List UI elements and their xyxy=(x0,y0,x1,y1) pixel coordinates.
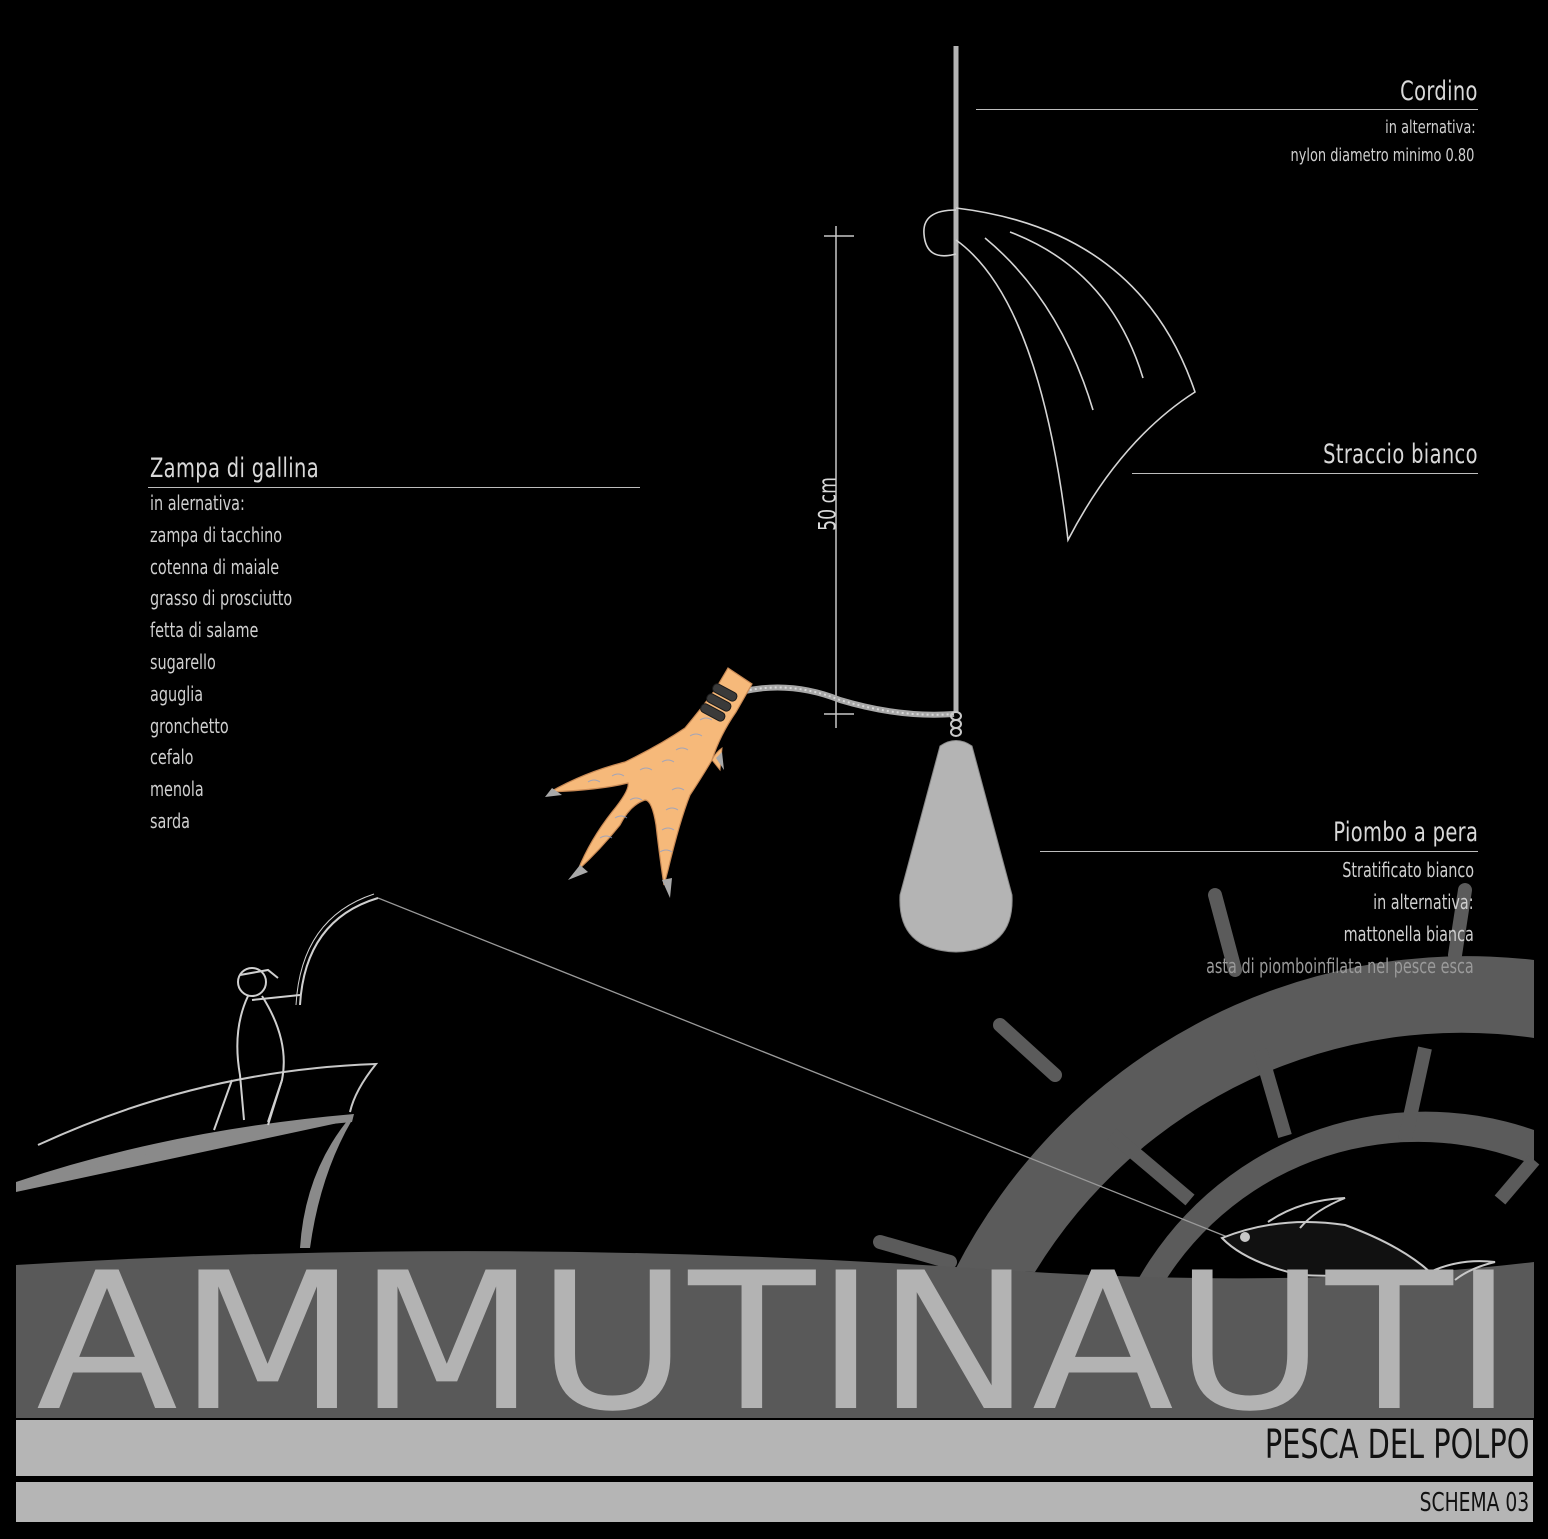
cordino-line-2: nylon diametro minimo 0.80 xyxy=(1290,145,1474,166)
cordino-rule xyxy=(976,109,1478,110)
piombo-line-4: asta di piomboinfilata nel pesce esca xyxy=(1206,954,1474,978)
cordino-title: Cordino xyxy=(1400,76,1478,107)
zampa-rule xyxy=(148,487,640,488)
list-item: sugarello xyxy=(150,649,216,674)
lead-sinker-icon xyxy=(899,740,1013,953)
schema-band: SCHEMA 03 xyxy=(16,1482,1533,1522)
brand-wave xyxy=(16,1251,1534,1418)
zampa-alternatives-list: in alernativa: zampa di tacchino cotenna… xyxy=(150,488,292,838)
fish-icon xyxy=(1220,1197,1496,1281)
straccio-rule xyxy=(1132,473,1478,474)
fisherman-icon xyxy=(213,893,379,1131)
piombo-line-2: in alternativa: xyxy=(1373,890,1474,914)
straccio-title: Straccio bianco xyxy=(1323,439,1478,470)
ship-wheel-icon xyxy=(873,883,1540,1286)
rag-icon xyxy=(923,207,1196,543)
boat-icon xyxy=(16,1062,379,1248)
list-item: fetta di salame xyxy=(150,618,259,643)
fishing-line xyxy=(377,897,1231,1239)
piombo-line-1: Stratificato bianco xyxy=(1342,858,1474,882)
schema-label: SCHEMA 03 xyxy=(1419,1488,1529,1518)
list-item: zampa di tacchino xyxy=(150,522,283,547)
wire-leader xyxy=(739,684,955,718)
cordino-line-1: in alternativa: xyxy=(1385,117,1476,138)
list-item: in alernativa: xyxy=(150,491,245,515)
chicken-claw-icon xyxy=(545,667,753,898)
dimension-label: 50 cm xyxy=(813,477,842,531)
list-item: aguglia xyxy=(150,681,204,706)
list-item: sarda xyxy=(150,808,190,833)
swivel-icon xyxy=(950,711,962,737)
list-item: menola xyxy=(150,777,204,802)
list-item: cotenna di maiale xyxy=(150,554,280,579)
dimension-line xyxy=(824,226,854,728)
piombo-title: Piombo a pera xyxy=(1333,817,1478,848)
subtitle-band: PESCA DEL POLPO xyxy=(16,1420,1533,1476)
list-item: cefalo xyxy=(150,745,194,770)
list-item: grasso di prosciutto xyxy=(150,586,293,611)
brand-name: AMMUTINAUTI xyxy=(36,1243,1514,1418)
brand-logo: AMMUTINAUTI xyxy=(36,1243,1514,1418)
piombo-rule xyxy=(1040,851,1478,852)
piombo-line-3: mattonella bianca xyxy=(1343,922,1474,946)
zampa-title: Zampa di gallina xyxy=(150,453,319,484)
subtitle: PESCA DEL POLPO xyxy=(1264,1422,1529,1468)
list-item: gronchetto xyxy=(150,713,229,738)
